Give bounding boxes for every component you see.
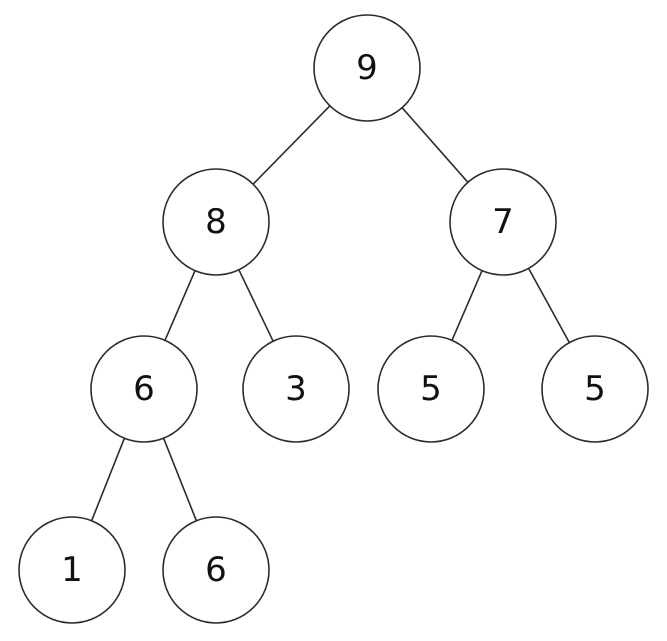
tree-node: 5 bbox=[377, 335, 485, 443]
tree-node-circle bbox=[541, 335, 649, 443]
tree-node: 5 bbox=[541, 335, 649, 443]
tree-nodes: 9 8 7 6 3 5 5 1 6 bbox=[18, 14, 649, 624]
tree-node: 1 bbox=[18, 516, 126, 624]
tree-node-circle bbox=[377, 335, 485, 443]
tree-node-circle bbox=[162, 516, 270, 624]
tree-node-circle bbox=[90, 335, 198, 443]
tree-node: 6 bbox=[162, 516, 270, 624]
tree-node-label: 7 bbox=[492, 202, 514, 242]
tree-node-circle bbox=[162, 168, 270, 276]
tree-node-label: 9 bbox=[356, 48, 378, 88]
tree-edge-n3-n8 bbox=[162, 437, 198, 522]
tree-node-label: 5 bbox=[420, 369, 442, 409]
tree-node-label: 6 bbox=[133, 369, 155, 409]
tree-node: 8 bbox=[162, 168, 270, 276]
tree-edge-n0-n1 bbox=[252, 105, 331, 185]
tree-edge-n1-n4 bbox=[238, 269, 274, 342]
tree-node-circle bbox=[313, 14, 421, 122]
tree-edge-n3-n7 bbox=[90, 437, 126, 522]
tree-node-label: 6 bbox=[205, 550, 227, 590]
tree-node: 9 bbox=[313, 14, 421, 122]
tree-node-circle bbox=[242, 335, 350, 443]
tree-edge-n2-n5 bbox=[451, 270, 483, 341]
tree-edges bbox=[90, 105, 571, 522]
tree-node-label: 3 bbox=[285, 369, 307, 409]
tree-node: 6 bbox=[90, 335, 198, 443]
tree-node-label: 1 bbox=[61, 550, 83, 590]
tree-node-circle bbox=[449, 168, 557, 276]
tree-edge-n2-n6 bbox=[527, 268, 571, 343]
tree-edge-n0-n2 bbox=[401, 107, 469, 183]
tree-edge-n1-n3 bbox=[164, 270, 196, 341]
tree-node-circle bbox=[18, 516, 126, 624]
tree-node: 7 bbox=[449, 168, 557, 276]
tree-node: 3 bbox=[242, 335, 350, 443]
tree-node-label: 8 bbox=[205, 202, 227, 242]
tree-node-label: 5 bbox=[584, 369, 606, 409]
